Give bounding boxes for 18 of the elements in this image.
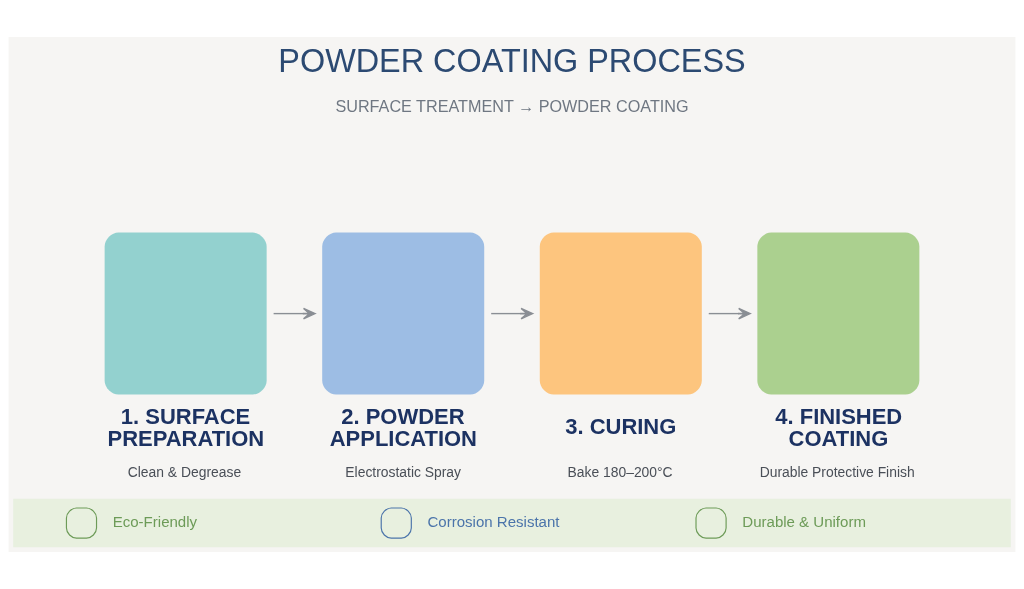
label: SURFACE TREATMENT → POWDER COATING	[335, 96, 689, 115]
node-label: Electrostatic Spray	[345, 463, 462, 480]
node-label: 4. FINISHED COATING	[775, 403, 903, 451]
node-label: 1. SURFACE PREPARATION	[107, 403, 265, 451]
node-box: Eco-Friendly Corrosion Resistant Durable & Uniform	[13, 498, 1011, 548]
node-box	[322, 232, 485, 395]
arrow	[490, 307, 534, 320]
node-box	[757, 232, 920, 395]
node-label: Bake 180–200°C	[567, 463, 673, 480]
node-label: Clean & Degrease	[127, 463, 242, 480]
arrow	[272, 307, 316, 320]
node-label: 3. CURING	[565, 413, 677, 439]
node-label: Durable Protective Finish	[759, 463, 915, 480]
node-box	[104, 232, 267, 395]
arrow	[708, 307, 751, 320]
diagram-title: POWDER COATING PROCESS	[278, 43, 746, 80]
node-label: 2. POWDER APPLICATION	[329, 403, 478, 451]
node-box	[539, 232, 702, 395]
